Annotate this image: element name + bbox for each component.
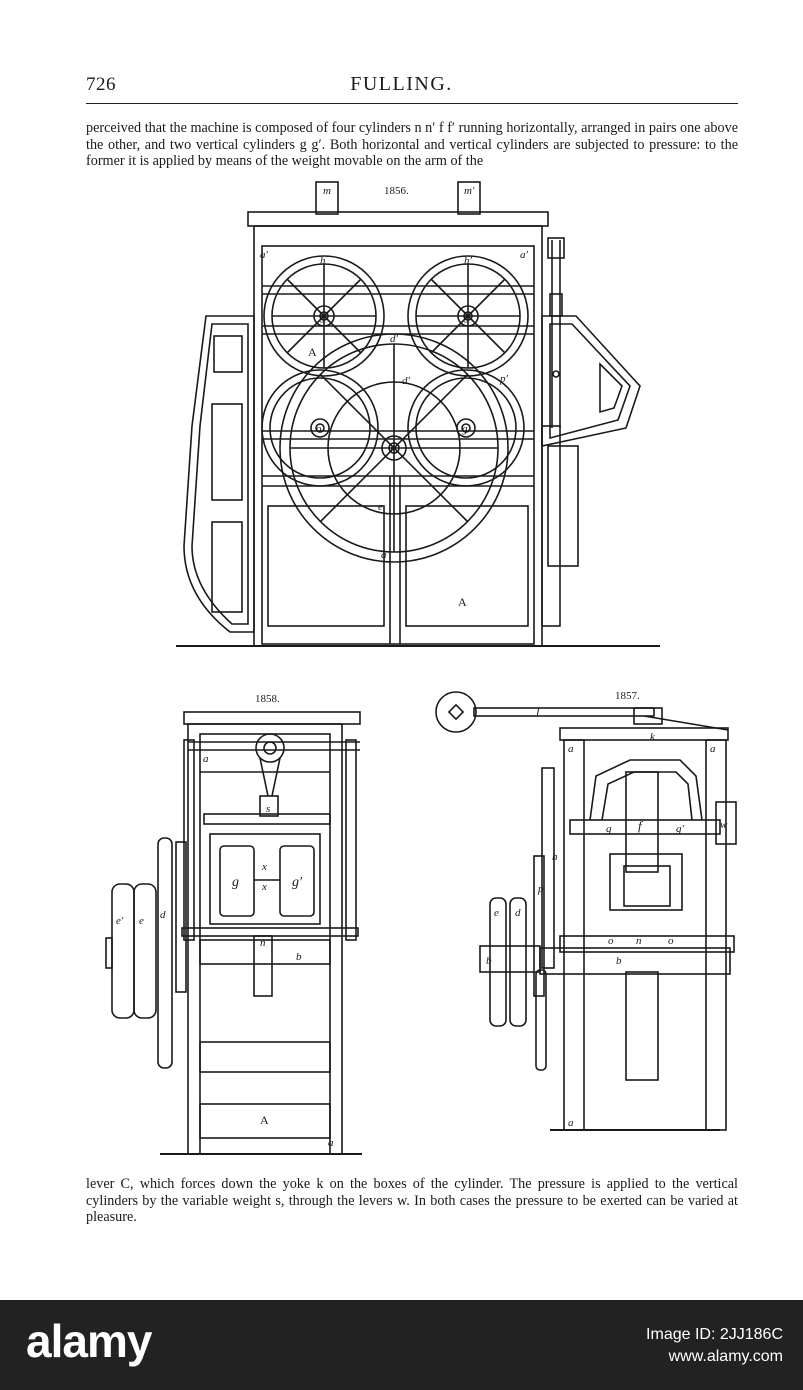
label-e: e [378,501,383,513]
label-n: n [260,937,266,949]
label-a: a [381,549,387,561]
figure-number-1857: 1857. [615,690,640,702]
label-w: w [720,819,728,831]
figure-number-1858: 1858. [255,693,280,705]
label-d: d [160,909,166,921]
bottom-paragraph: lever C, which forces down the yoke k on… [86,1176,738,1225]
label-a-left-top: a [568,743,574,755]
label-h: h [552,851,558,863]
label-m-prime: m′ [464,185,475,197]
figure-1856-fulling-machine-elevation: m m′ a′ a′ h h′ d′ d′ p′ e a g g o g h A… [176,181,660,647]
label-A-upper: A [308,345,317,359]
label-a-prime-right: a′ [520,249,529,261]
figure-1857-end-elevation: l a a g f g′ h w p e d o n o b b a k [435,691,737,1131]
label-b: b [296,951,302,963]
top-paragraph: perceived that the machine is composed o… [86,120,738,169]
label-e: e [494,907,499,919]
label-a-right-top: a [710,743,716,755]
running-head: FULLING. [350,73,453,95]
footer-info: Image ID: 2JJ186C www.alamy.com [646,1326,783,1366]
label-h: h [320,255,326,267]
label-a-prime-left: a′ [260,249,269,261]
label-e-prime: e′ [116,915,124,927]
figure-number-1856: 1856. [384,185,409,197]
label-a-bottom: a [568,1117,574,1129]
label-l: l [536,704,540,719]
label-g-right: g [464,311,470,323]
label-a-bottom: a [328,1137,334,1149]
stock-footer-bar: alamy Image ID: 2JJ186C www.alamy.com [0,1300,803,1390]
label-f: f [638,818,644,833]
label-h-prime: h′ [464,255,473,267]
header-rule [86,103,738,104]
label-s: s [266,803,270,815]
label-g-prime: g′ [292,875,303,890]
image-id: Image ID: 2JJ186C [646,1326,783,1343]
site-url: www.alamy.com [668,1348,783,1365]
label-g: g [232,875,239,890]
label-p: p [537,883,544,895]
label-x-bottom: x [261,881,267,893]
label-hub: h [390,443,396,455]
figure-1858-side-elevation: a s x x g g′ e e′ d n b a A [105,711,362,1155]
label-x-top: x [261,861,267,873]
label-g: g [606,823,612,835]
label-m: m [323,185,331,197]
label-p-prime: p′ [499,373,509,385]
label-d-prime-mid: d′ [402,375,411,387]
label-a-top: a [203,753,209,765]
label-k: k [650,731,656,743]
label-b-left: b [486,955,492,967]
page-header: 726 FULLING. [0,60,803,100]
alamy-logo: alamy [26,1315,152,1367]
label-e: e [139,915,144,927]
label-o-left: o [608,935,614,947]
label-g-left: g [320,311,326,323]
book-page: 726 FULLING. perceived that the machine … [0,60,803,1225]
label-o-left: o [316,423,322,435]
label-o-right: g [462,423,468,435]
page-number: 726 [86,74,116,95]
label-g-prime: g′ [676,823,685,835]
label-o-right: o [668,935,674,947]
label-A-lower: A [458,595,467,609]
label-n: n [636,935,642,947]
label-d-prime-top: d′ [390,333,399,345]
label-A: A [260,1113,269,1127]
label-b-center: b [616,955,622,967]
label-d: d [515,907,521,919]
